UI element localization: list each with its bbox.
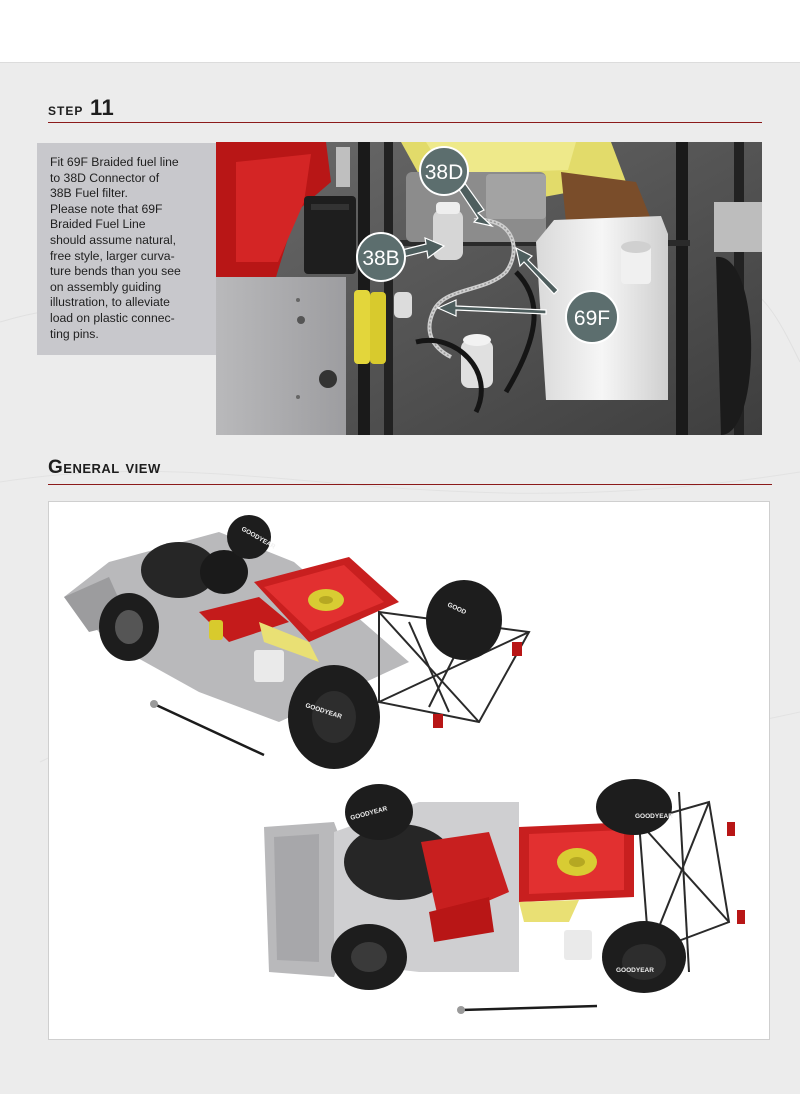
callout-69f-label: 69F [574,307,610,330]
tire-label: GOODYEAR [616,967,654,974]
instruction-line: should assume natural, [50,232,177,247]
car-top-view [264,779,745,1014]
instruction-line: load on plastic connec- [50,310,175,325]
instruction-box: Fit 69F Braided fuel line to 38D Connect… [37,143,216,355]
callout-38d: 38D [419,146,469,196]
callout-38d-label: 38D [425,161,464,184]
step-keyword: step [48,100,84,119]
step-title: step 11 [48,95,114,121]
tire-label: GOODYEAR [635,813,673,820]
instruction-line: ting pins. [50,326,99,341]
instruction-line: on assembly guiding [50,279,162,294]
callout-38b: 38B [356,232,406,282]
instruction-line: free style, larger curva- [50,248,175,263]
page-header-band [0,0,800,63]
instruction-line: ture bends than you see [50,264,181,279]
instruction-line: Braided Fuel Line [50,217,146,232]
car-perspective-view [64,515,531,769]
instruction-line: 38B Fuel filter. [50,186,128,201]
instruction-line: to 38D Connector of [50,170,160,185]
step-title-rule [48,122,762,123]
step-photo: 38D 38B 69F [216,142,762,435]
instruction-line: illustration, to alleviate [50,295,170,310]
general-view-title: General view [48,457,161,478]
callout-38b-label: 38B [362,247,399,270]
step-number: 11 [89,95,115,120]
callout-69f: 69F [565,290,619,344]
general-view-rule [48,484,772,485]
instruction-line: Please note that 69F [50,201,163,216]
instruction-line: Fit 69F Braided fuel line [50,155,179,169]
general-view-panel: GOODYEAR GOOD GOODYEAR [48,501,770,1040]
